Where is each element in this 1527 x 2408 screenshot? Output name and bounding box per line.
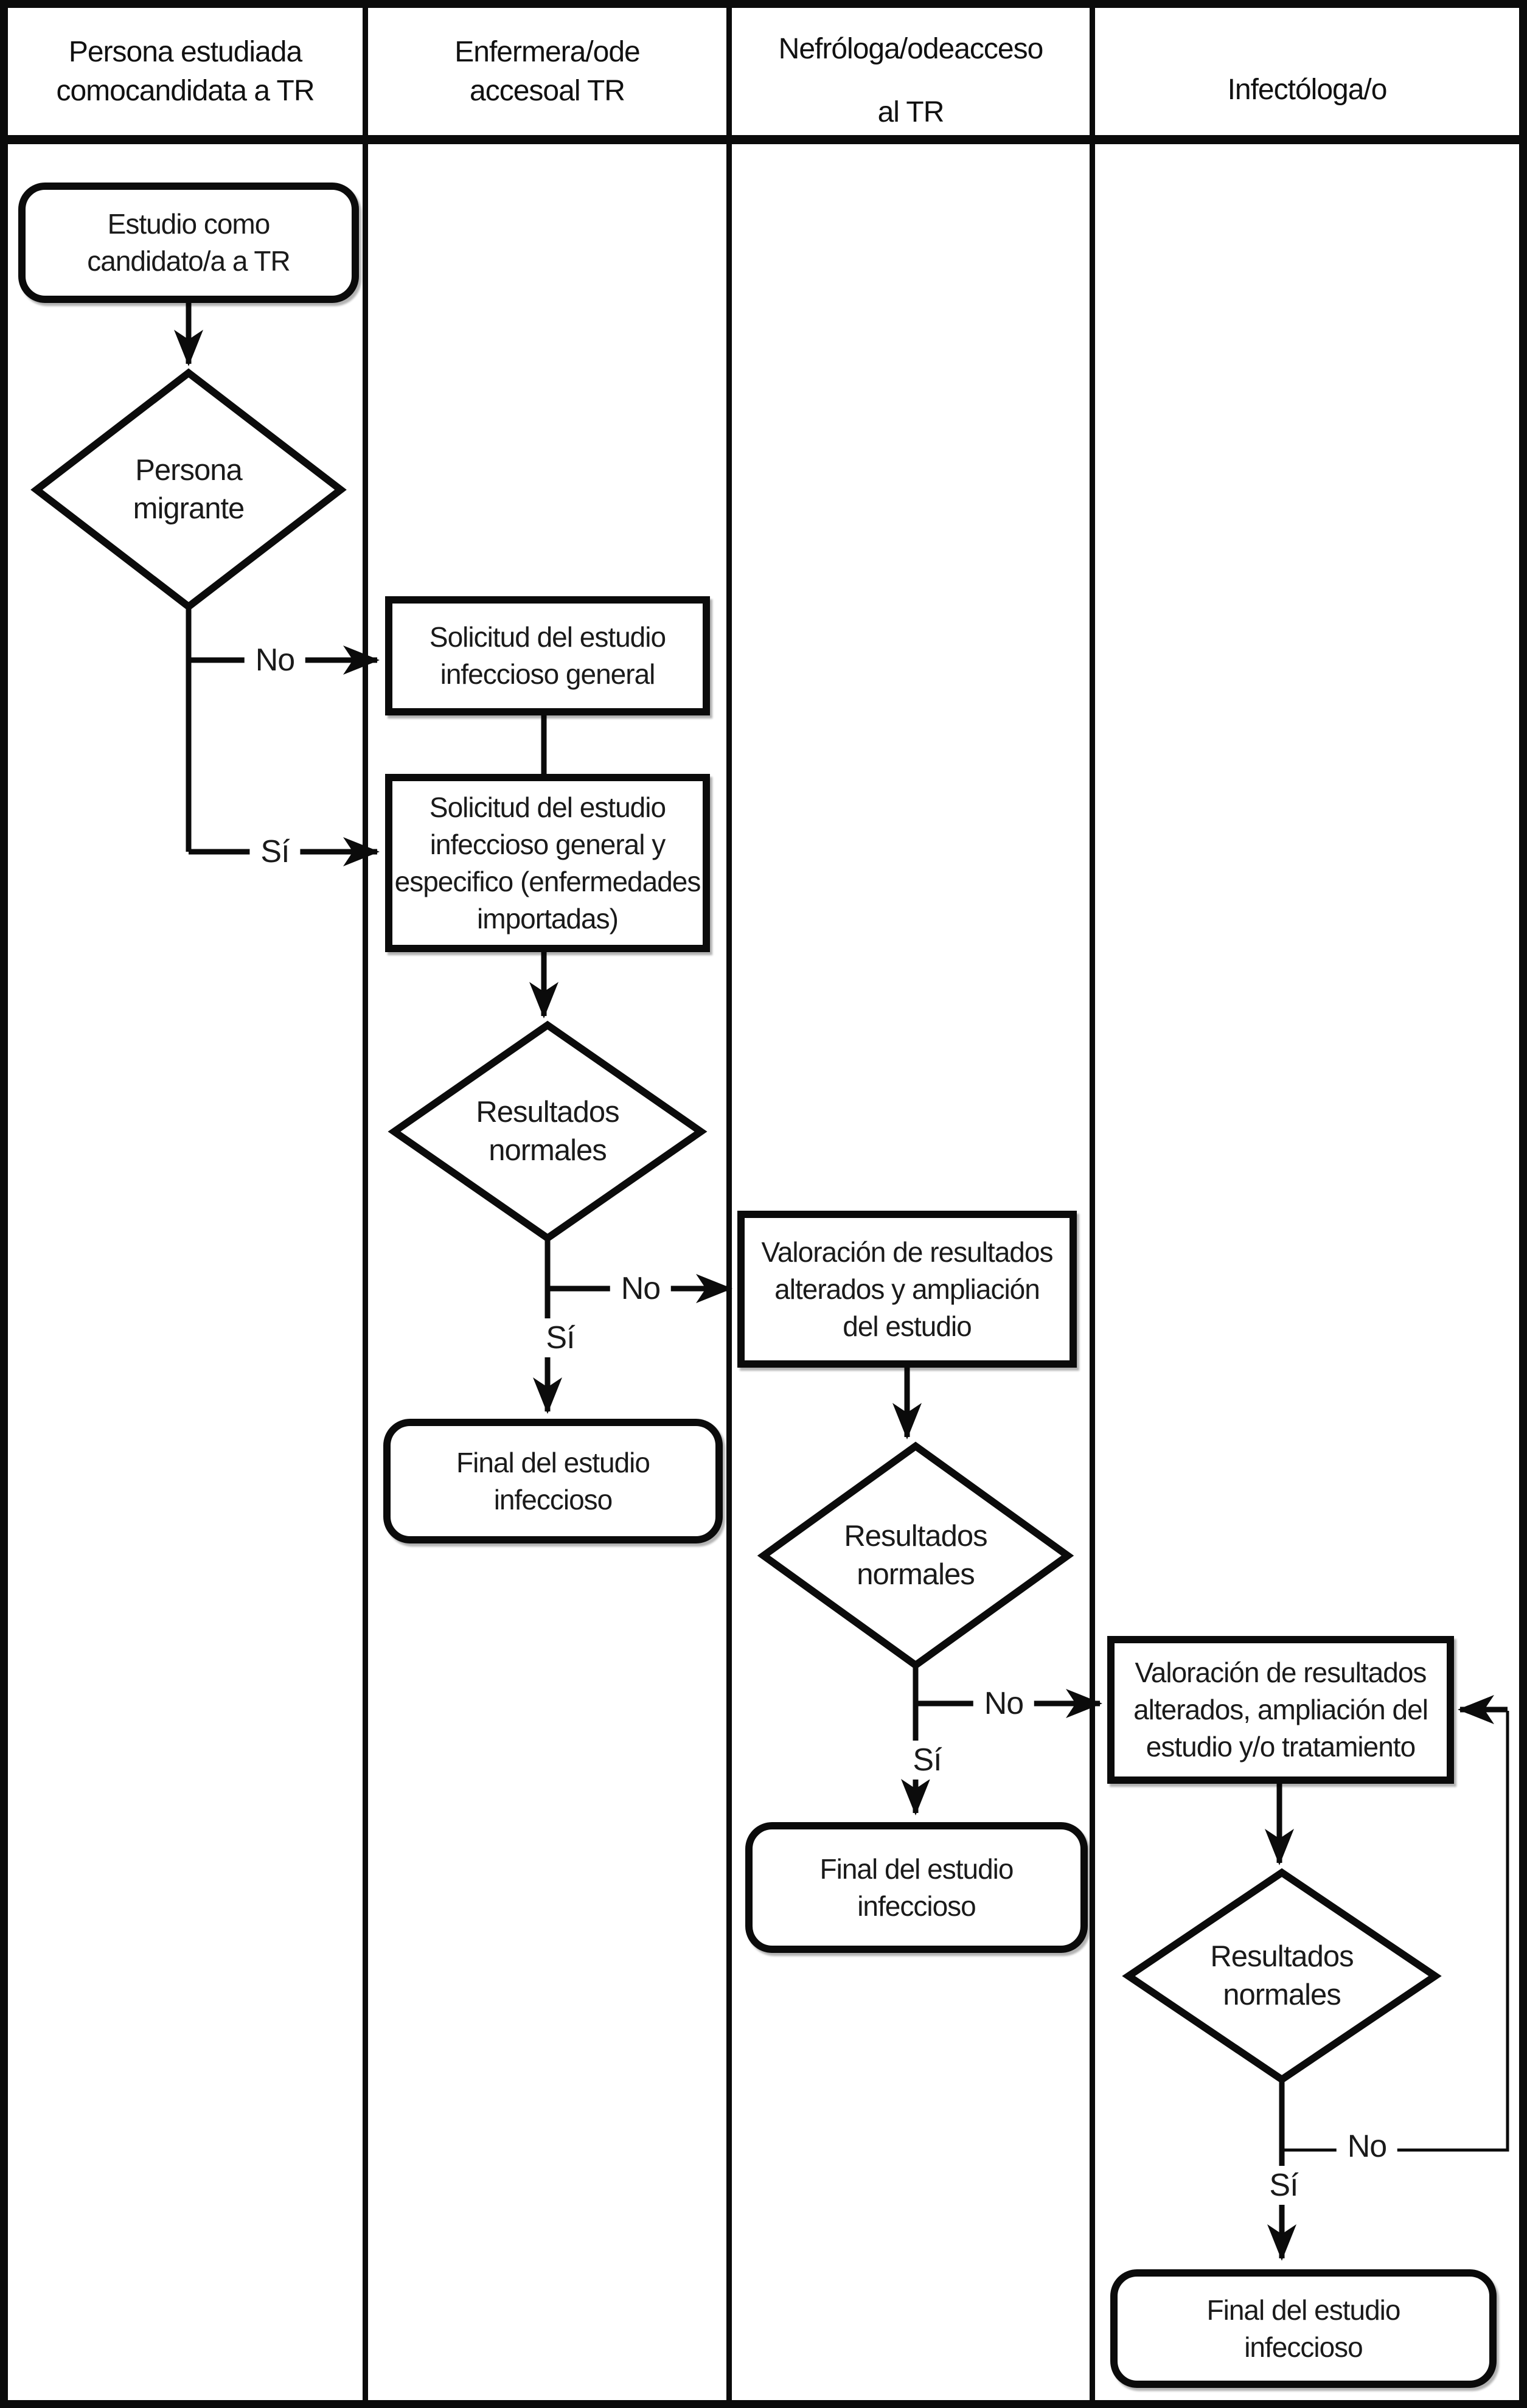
decision-diamond-results-3 <box>1122 1868 1442 2084</box>
node-final-estudio-3: Final del estudio infeccioso <box>1110 2269 1497 2388</box>
decision-text-resultados-2: Resultados normales <box>844 1520 987 1591</box>
edge-label-si-results-1: Sí <box>535 1318 586 1357</box>
edge-label-no-results-1: No <box>610 1269 672 1308</box>
lane-header-nefrologa: Nefróloga/odeacceso al TR <box>778 33 1044 128</box>
lane-header-infectologa: Infectóloga/o <box>1227 74 1388 106</box>
edge-label-no-migrant: No <box>244 641 306 680</box>
edge-label-si-results-2: Sí <box>902 1741 953 1780</box>
edge-label-no-results-3: No <box>1336 2127 1398 2166</box>
node-solicitud-general: Solicitud del estudio infeccioso general <box>385 596 710 715</box>
lane-header-enfermera: Enfermera/ode accesoal TR <box>454 36 641 107</box>
lane-header-persona-estudiada: Persona estudiada comocandidata a TR <box>56 36 315 107</box>
decision-diamond-migrant <box>30 368 347 611</box>
edge-label-no-results-2: No <box>973 1684 1035 1723</box>
node-valoracion-ampliacion: Valoración de resultados alterados y amp… <box>737 1211 1077 1368</box>
edge-label-si-migrant: Sí <box>249 832 301 871</box>
lane-divider-1 <box>363 0 368 2408</box>
node-start-estudio-candidato: Estudio como candidato/a a TR <box>18 183 359 303</box>
decision-diamond-results-2 <box>757 1441 1074 1670</box>
decision-text-resultados-1: Resultados normales <box>476 1096 619 1167</box>
node-valoracion-tratamiento: Valoración de resultados alterados, ampl… <box>1107 1636 1454 1784</box>
decision-text-persona-migrante: Persona migrante <box>133 454 245 525</box>
lane-divider-2 <box>726 0 732 2408</box>
decision-diamond-results-1 <box>388 1020 708 1243</box>
lane-divider-3 <box>1090 0 1095 2408</box>
decision-text-resultados-3: Resultados normales <box>1210 1940 1354 2011</box>
edge-label-si-results-3: Sí <box>1258 2166 1309 2205</box>
header-separator-line <box>0 135 1527 144</box>
node-final-estudio-1: Final del estudio infeccioso <box>383 1419 723 1543</box>
node-final-estudio-2: Final del estudio infeccioso <box>745 1822 1088 1953</box>
node-solicitud-especifico: Solicitud del estudio infeccioso general… <box>385 774 710 952</box>
